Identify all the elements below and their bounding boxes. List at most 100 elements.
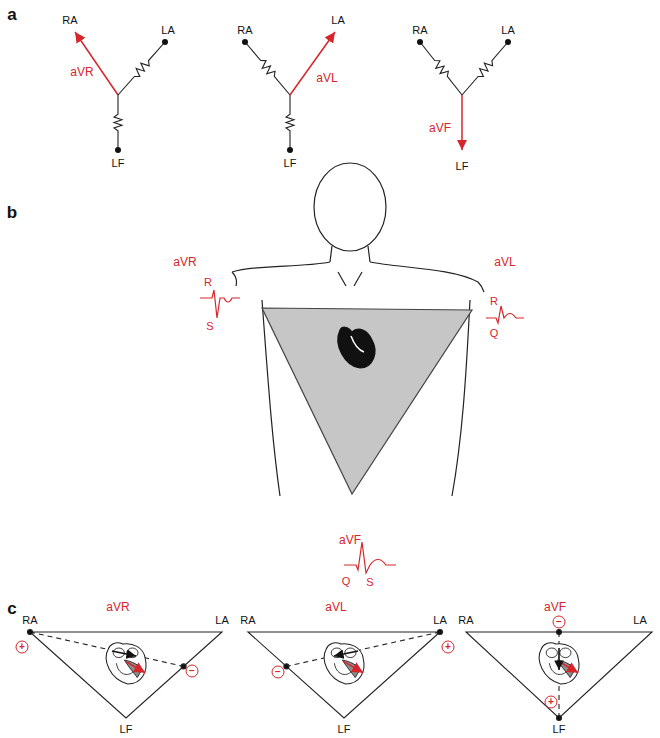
right-shoulder: [370, 262, 484, 292]
electrode-label: LF: [553, 724, 566, 735]
einthoven-triangle: [30, 632, 222, 718]
projection-arrow: [334, 651, 358, 656]
electrode-label: RA: [62, 15, 77, 26]
einthoven-triangle: [248, 632, 440, 718]
electrode-label: LF: [456, 161, 469, 172]
wave-label: R: [204, 277, 212, 288]
projection-arrow: [112, 651, 136, 656]
resistor-symbol: [118, 42, 165, 95]
electrode-label: LA: [633, 615, 646, 626]
lead-label: aVR: [173, 256, 196, 268]
resistor-symbol: [420, 42, 462, 95]
vertex-dot: [557, 716, 562, 721]
mean-axis-arrow: [559, 662, 578, 673]
wave-label: R: [490, 296, 498, 307]
lead-arrow: [290, 32, 335, 95]
wave-label: Q: [490, 328, 499, 339]
electrode-label: LA: [501, 25, 514, 36]
vertex-dot: [28, 630, 33, 635]
lead-label: aVR: [106, 601, 129, 613]
mean-axis-arrow: [126, 662, 145, 673]
polarity-sign: −: [556, 617, 562, 627]
polarity-sign: +: [445, 642, 451, 652]
heart-drawing: [106, 643, 146, 684]
heart-outline: [539, 643, 579, 684]
axis-dot: [181, 664, 186, 669]
heart-outline: [324, 643, 364, 684]
polarity-sign: +: [19, 642, 25, 652]
atrium: [127, 648, 138, 658]
avf-waveform: [344, 542, 396, 573]
electrode-dot: [417, 39, 423, 45]
panel-letter: a: [7, 6, 16, 23]
atrium: [546, 648, 557, 658]
triangle-panels: [16, 616, 652, 721]
lead-label: aVL: [494, 256, 515, 268]
electrode-label: RA: [240, 615, 255, 626]
electrode-dot: [242, 39, 248, 45]
electrode-label: LF: [120, 724, 133, 735]
einthoven-triangle: [466, 632, 652, 718]
lead-arrow: [461, 95, 463, 150]
lead-arrow: [75, 32, 118, 95]
axis-dot: [284, 664, 289, 669]
polarity-sign: −: [189, 666, 195, 676]
left-shoulder: [232, 262, 330, 286]
electrode-dot: [115, 147, 121, 153]
avr-waveform: [200, 290, 240, 318]
projection-arrow: [558, 648, 560, 670]
resistor-symbol: [286, 95, 294, 150]
wave-label: S: [366, 577, 373, 588]
resistor-symbol: [245, 42, 290, 95]
vertex-dot: [557, 630, 562, 635]
panel-letter: b: [7, 204, 17, 221]
resistor-symbol: [114, 95, 122, 150]
lead-circuits: [75, 32, 511, 153]
avl-waveform: [486, 306, 524, 323]
neck-outline: [330, 246, 370, 262]
electrode-dot: [505, 39, 511, 45]
electrode-label: LA: [161, 25, 174, 36]
head-outline: [314, 163, 386, 251]
electrode-label: LF: [112, 158, 125, 169]
heart-drawing: [539, 643, 579, 684]
polarity-circles: [272, 666, 284, 678]
lead-label: aVL: [325, 601, 346, 613]
polarity-circles: [16, 641, 28, 653]
wave-label: Q: [342, 576, 351, 587]
electrode-label: LA: [215, 615, 228, 626]
electrode-label: LF: [284, 158, 297, 169]
polarity-sign: −: [275, 667, 281, 677]
electrode-label: RA: [458, 615, 473, 626]
polarity-sign: +: [548, 697, 554, 707]
vertex-dot: [438, 630, 443, 635]
lead-label: aVR: [70, 66, 93, 78]
heart-symbol: [338, 327, 375, 368]
lead-label: aVF: [544, 601, 566, 613]
heart-outline: [106, 643, 146, 684]
panel-letter: c: [7, 600, 16, 617]
lead-label: aVL: [316, 72, 337, 84]
lead-label: aVF: [339, 534, 361, 546]
resistor-symbol: [462, 42, 508, 95]
clavicle-line: [338, 272, 362, 286]
polarity-circles: [186, 665, 198, 677]
electrode-label: RA: [237, 25, 252, 36]
heart-drawings: [106, 643, 579, 684]
electrode-dot: [162, 39, 168, 45]
polarity-circles: [553, 616, 565, 628]
polarity-circles: [442, 641, 454, 653]
wave-label: S: [206, 321, 213, 332]
polarity-circles: [16, 616, 565, 708]
einthoven-triangle: [262, 308, 472, 494]
electrode-dot: [287, 147, 293, 153]
mean-axis-arrow: [344, 662, 363, 673]
heart-notch: [351, 336, 364, 352]
electrode-label: RA: [22, 615, 37, 626]
electrode-label: LA: [433, 615, 446, 626]
heart-drawing: [324, 643, 364, 684]
polarity-circles: [545, 696, 557, 708]
atrium: [560, 648, 571, 658]
